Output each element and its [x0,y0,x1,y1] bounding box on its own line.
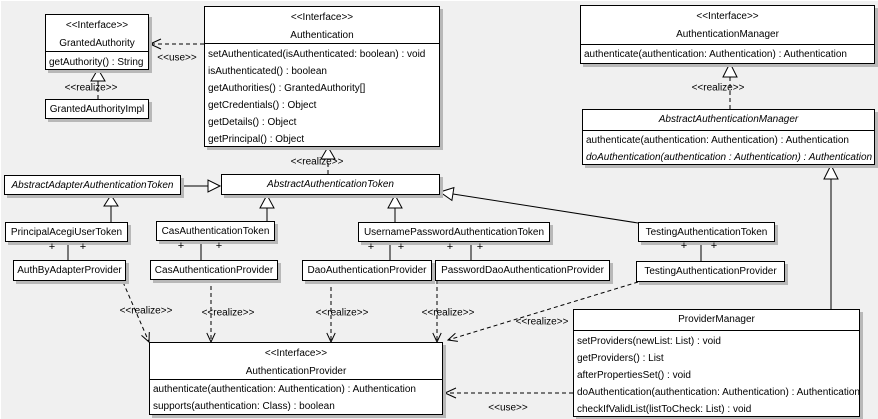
class-username-password-authentication-token: UsernamePasswordAuthenticationToken [358,222,550,242]
class-abstract-authentication-manager: AbstractAuthenticationManager authentica… [582,109,875,165]
edge-label-use-granted-authority: <<use>> [157,52,197,64]
association-end-plus: + [48,241,56,253]
edge-generalization-abstract-adapter-authentication-token [181,179,222,193]
class-name: AuthByAdapterProvider [17,265,122,276]
edge-generalization-provider-manager [823,163,839,309]
class-name: GrantedAuthorityImpl [49,104,145,115]
edge-use-authentication-granted-authority [148,38,204,50]
edge-label-realize-abstract-authentication-token: <<realize>> [290,156,344,168]
edge-generalization-username-password-authentication-token [387,193,403,222]
association-end-plus: + [680,240,688,252]
class-abstract-adapter-authentication-token: AbstractAdapterAuthenticationToken [4,175,181,195]
class-granted-authority: <<Interface>> GrantedAuthority getAuthor… [45,14,149,70]
class-name: AbstractAdapterAuthenticationToken [11,180,174,191]
class-name: GrantedAuthority [59,38,135,49]
class-name: PasswordDaoAuthenticationProvider [441,265,604,276]
class-name: CasAuthenticationToken [161,226,270,237]
association-end-plus: + [710,240,718,252]
class-name: AbstractAuthenticationToken [267,179,394,190]
class-name: TestingAuthenticationProvider [644,266,777,277]
method: doAuthentication(authentication: Authent… [577,387,859,398]
method: getAuthority() : String [49,57,144,68]
class-dao-authentication-provider: DaoAuthenticationProvider [302,260,432,281]
edge-realize-abstract-authentication-token [320,146,336,174]
class-authentication: <<Interface>> Authentication setAuthenti… [204,6,440,147]
class-name: AuthenticationProvider [245,366,347,377]
edge-label-use-provider-manager: <<use>> [488,402,528,414]
class-abstract-authentication-token: AbstractAuthenticationToken [221,174,440,195]
edge-label-realize-abstract-authentication-manager: <<realize>> [691,82,745,94]
class-cas-authentication-provider: CasAuthenticationProvider [150,260,278,280]
method: getPrincipal() : Object [208,134,305,145]
edge-realize-abstract-authentication-manager [722,61,738,109]
method: authenticate(authentication: Authenticat… [584,49,847,60]
class-cas-authentication-token: CasAuthenticationToken [156,221,275,241]
association-end-plus: + [397,241,405,253]
method: checkIfValidList(listToCheck: List) : vo… [577,404,752,415]
class-provider-manager: ProviderManager setProviders(newList: Li… [573,309,860,417]
edge-label-realize-password-dao-authentication-provider: <<realize>> [421,307,475,319]
edge-label-realize-granted-authority-impl: <<realize>> [64,82,118,94]
class-name: CasAuthenticationProvider [154,265,274,276]
edge-generalization-cas-authentication-token [259,193,275,221]
class-principal-acegi-user-token: PrincipalAcegiUserToken [5,222,128,242]
edge-label-realize-dao-authentication-provider: <<realize>> [315,307,369,319]
class-name: AbstractAuthenticationManager [583,110,874,131]
association-end-plus: + [446,241,454,253]
association-end-plus: + [367,241,375,253]
stereotype-label: <<Interface>> [696,11,759,22]
edge-association-token-provider [67,240,702,261]
stereotype-label: <<Interface>> [290,12,354,23]
edge-label-realize-auth-by-adapter-provider: <<realize>> [119,305,173,317]
method: getProviders() : List [577,353,664,364]
edge-realize-granted-authority-impl [90,68,106,99]
association-end-plus: + [79,241,87,253]
class-authentication-provider: <<Interface>> AuthenticationProvider aut… [149,342,443,415]
method: setProviders(newList: List) : void [577,336,721,347]
class-name: TestingAuthenticationToken [645,227,768,238]
method: afterPropertiesSet() : void [577,370,691,381]
edge-label-realize-testing-authentication-provider: <<realize>> [515,316,569,328]
class-auth-by-adapter-provider: AuthByAdapterProvider [13,260,126,281]
class-testing-authentication-token: TestingAuthenticationToken [638,222,775,242]
method: getDetails() : Object [208,117,297,128]
edge-use-provider-manager-authentication-provider [443,387,573,399]
method: setAuthenticated(isAuthenticated: boolea… [208,49,426,60]
method: authenticate(authentication: Authenticat… [586,135,849,146]
method: getCredentials() : Object [208,100,317,111]
class-name: PrincipalAcegiUserToken [10,227,123,238]
association-end-plus: + [476,241,484,253]
class-name: UsernamePasswordAuthenticationToken [363,227,545,238]
association-end-plus: + [215,240,223,252]
class-name: DaoAuthenticationProvider [307,265,427,276]
class-name: Authentication [290,30,354,41]
method: authenticate(authentication: Authenticat… [153,384,416,395]
class-name: AuthenticationManager [676,29,779,40]
method: supports(authentication: Class) : boolea… [153,401,335,412]
method: getAuthorities() : GrantedAuthority[] [208,83,366,94]
edge-generalization-testing-authentication-token [438,186,639,224]
class-granted-authority-impl: GrantedAuthorityImpl [45,99,149,119]
edge-label-realize-cas-authentication-provider: <<realize>> [201,307,255,319]
edge-realize-testing-authentication-provider [446,281,639,342]
class-authentication-manager: <<Interface>> AuthenticationManager auth… [580,5,875,64]
association-end-plus: + [177,240,185,252]
edge-generalization-principal-acegi-user-token [103,194,119,222]
class-password-dao-authentication-provider: PasswordDaoAuthenticationProvider [435,260,610,281]
stereotype-label: <<Interface>> [65,20,129,31]
method: isAuthenticated() : boolean [208,66,327,77]
class-testing-authentication-provider: TestingAuthenticationProvider [636,261,785,282]
class-name: ProviderManager [574,310,859,331]
stereotype-label: <<Interface>> [264,348,328,359]
method-abstract: doAuthentication(authentication : Authen… [586,152,873,163]
